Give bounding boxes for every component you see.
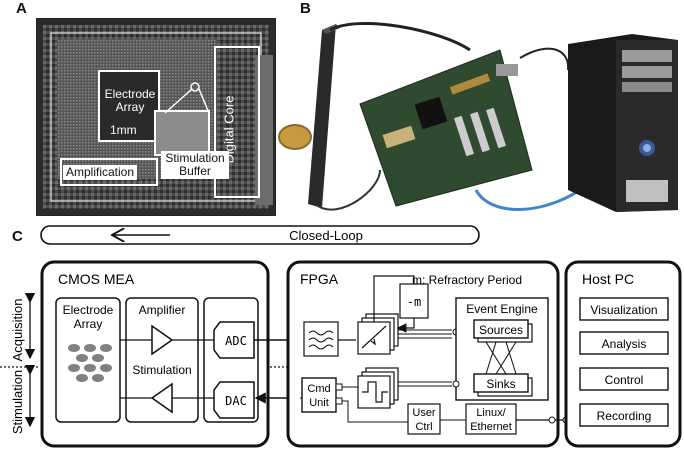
dac-icon bbox=[213, 381, 255, 419]
adc-icon bbox=[213, 321, 255, 359]
panel-label-c: C bbox=[12, 228, 23, 245]
connector-disc bbox=[278, 124, 312, 150]
host-item-control: Control bbox=[605, 373, 644, 387]
sources-box bbox=[473, 319, 529, 339]
host-item-box-control bbox=[579, 367, 669, 391]
event-crosslinks bbox=[485, 341, 517, 375]
adc-label: ADC bbox=[225, 334, 247, 348]
linux-ethernet-box bbox=[465, 403, 517, 435]
user-ctrl-box bbox=[407, 403, 441, 435]
electrode-array-box bbox=[55, 297, 121, 423]
amplifier-box bbox=[125, 297, 199, 423]
linux-ethernet-line2: Ethernet bbox=[470, 421, 512, 433]
stimulation-side-label: Stimulation bbox=[10, 370, 25, 434]
closed-loop-band bbox=[40, 225, 480, 245]
stimulation-label: Stimulation bbox=[132, 363, 191, 377]
chip-amplification-label: Amplification bbox=[63, 165, 138, 180]
fpga-title: FPGA bbox=[300, 271, 339, 287]
closed-loop-label: Closed-Loop bbox=[289, 228, 363, 243]
host-pc-title: Host PC bbox=[582, 271, 634, 287]
dac-label: DAC bbox=[225, 394, 247, 408]
cmd-unit-line1: Cmd bbox=[307, 383, 330, 395]
amplifier-label: Amplifier bbox=[139, 303, 186, 317]
filter-box bbox=[303, 321, 339, 357]
sinks-box bbox=[473, 373, 529, 393]
host-item-recording: Recording bbox=[597, 409, 652, 423]
acquisition-label: Acquisition bbox=[10, 299, 25, 362]
electrode-array-line1: Electrode bbox=[63, 303, 114, 317]
user-ctrl-line2: Ctrl bbox=[415, 421, 432, 433]
host-item-analysis: Analysis bbox=[602, 337, 647, 351]
electrode-array-line2: Array bbox=[74, 317, 103, 331]
linux-ethernet-line1: Linux/ bbox=[476, 407, 506, 419]
sources-label: Sources bbox=[479, 323, 523, 337]
cmd-unit-line2: Unit bbox=[309, 397, 329, 409]
host-item-box-visualization bbox=[579, 297, 669, 321]
cmd-unit-box bbox=[301, 377, 337, 413]
cmos-mea-title: CMOS MEA bbox=[58, 271, 135, 287]
chip-stimulation-buffer-label: Stimulation Buffer bbox=[161, 151, 229, 179]
chip-electrode-array-label: Electrode Array bbox=[104, 87, 156, 114]
user-ctrl-line1: User bbox=[412, 407, 436, 419]
hardware-photo bbox=[278, 20, 680, 214]
sinks-label: Sinks bbox=[486, 377, 515, 391]
panel-label-a: A bbox=[16, 0, 27, 17]
host-item-box-recording bbox=[579, 403, 669, 427]
host-item-visualization: Visualization bbox=[590, 303, 657, 317]
host-item-box-analysis bbox=[579, 331, 669, 355]
electrode-dots bbox=[68, 344, 112, 382]
minus-m-label: -m bbox=[407, 295, 421, 309]
event-engine-label: Event Engine bbox=[466, 302, 538, 316]
hardware-illustration bbox=[308, 22, 678, 212]
panel-label-b: B bbox=[300, 0, 311, 17]
chip-scale-label: 1mm bbox=[110, 123, 137, 137]
chip-texture bbox=[37, 19, 275, 215]
refractory-period-label: m: Refractory Period bbox=[412, 273, 522, 287]
chip-micrograph: Electrode Array 1mm Stimulation Buffer A… bbox=[36, 18, 276, 216]
